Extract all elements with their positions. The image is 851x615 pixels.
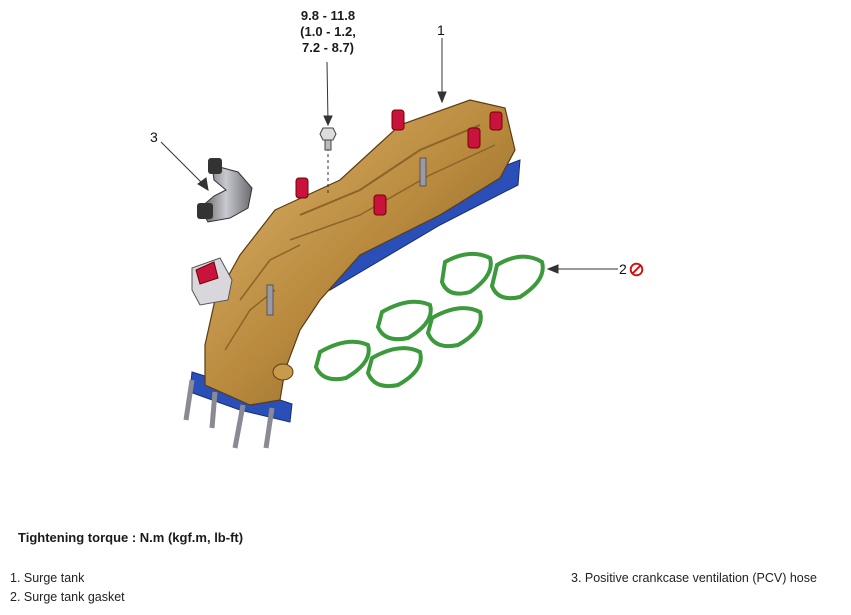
legend-item-pcv-hose: 3. Positive crankcase ventilation (PCV) …: [571, 571, 817, 585]
leader-lines: [160, 38, 618, 274]
torque-spec-label: 9.8 - 11.8 (1.0 - 1.2, 7.2 - 8.7): [273, 8, 383, 56]
callout-3: 3: [150, 129, 158, 145]
manifold-studs: [266, 109, 503, 316]
torque-heading: Tightening torque : N.m (kgf.m, lb-ft): [18, 530, 244, 545]
torque-bolt: [319, 127, 337, 151]
bottom-bolts: [183, 379, 275, 449]
callout-1: 1: [437, 22, 445, 38]
surge-tank-diagram: [160, 38, 618, 449]
no-reuse-icon: [629, 262, 644, 277]
legend-item-surge-tank: 1. Surge tank: [10, 571, 85, 585]
surge-tank-body: [204, 99, 516, 406]
pcv-hose: [197, 158, 253, 223]
legend-item-surge-tank-gasket: 2. Surge tank gasket: [10, 590, 125, 604]
callout-2: 2: [619, 261, 627, 277]
torque-spec-line: 9.8 - 11.8: [300, 8, 356, 23]
throttle-fitting: [191, 257, 233, 306]
surge-tank-gaskets: [313, 251, 545, 389]
torque-spec-line: (1.0 - 1.2,: [300, 24, 356, 39]
torque-spec-line: 7.2 - 8.7): [301, 40, 355, 55]
